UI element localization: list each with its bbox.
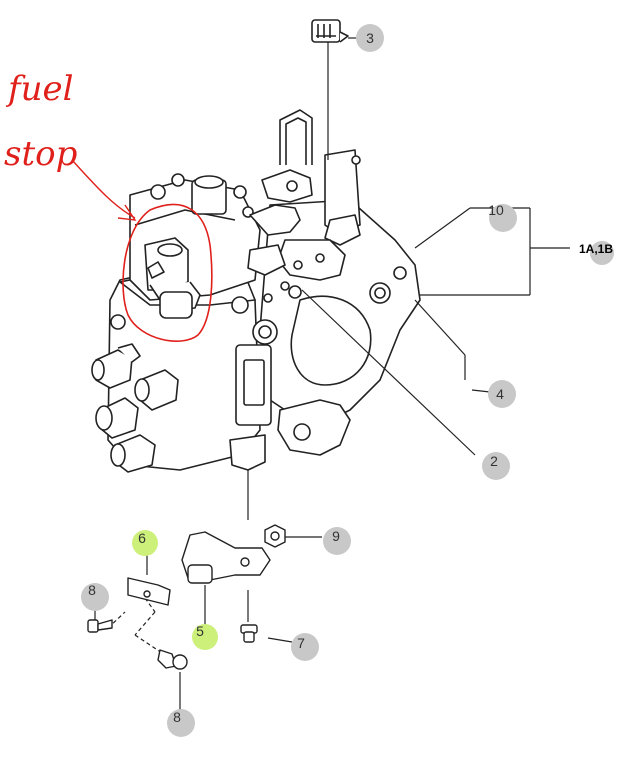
svg-text:6: 6 <box>138 530 146 546</box>
svg-text:7: 7 <box>297 635 305 651</box>
svg-text:8: 8 <box>88 582 96 598</box>
svg-text:2: 2 <box>490 453 498 469</box>
callout-2[interactable]: 2 <box>482 452 510 480</box>
annotation-line-1: fuel <box>5 69 73 109</box>
callout-3[interactable]: 3 <box>356 24 384 52</box>
svg-text:8: 8 <box>173 709 181 725</box>
callout-8-bottom[interactable]: 8 <box>167 709 195 737</box>
small-parts <box>87 524 286 670</box>
fuel-stop-arrow <box>71 159 137 221</box>
callout-10[interactable]: 10 <box>488 202 517 232</box>
callout-7[interactable]: 7 <box>291 633 319 661</box>
injection-pump-drawing <box>91 19 421 473</box>
svg-text:5: 5 <box>196 623 204 639</box>
callout-5[interactable]: 5 <box>192 623 218 650</box>
callout-6[interactable]: 6 <box>132 530 158 556</box>
callout-8-left[interactable]: 8 <box>81 582 109 611</box>
svg-text:9: 9 <box>332 528 340 544</box>
callout-9[interactable]: 9 <box>323 527 351 555</box>
fuel-stop-annotation: fuel stop <box>4 69 213 342</box>
svg-text:10: 10 <box>488 202 504 218</box>
svg-text:1A,1B: 1A,1B <box>579 242 613 256</box>
callout-bubbles: 3 10 1A,1B 4 2 9 6 8 <box>81 24 614 737</box>
group-label-1a-1b: 1A,1B <box>579 241 614 265</box>
annotation-line-2: stop <box>4 134 77 174</box>
svg-text:4: 4 <box>496 386 504 402</box>
fuel-stop-circle <box>122 203 213 342</box>
callout-4[interactable]: 4 <box>488 380 516 408</box>
svg-text:3: 3 <box>366 30 374 46</box>
